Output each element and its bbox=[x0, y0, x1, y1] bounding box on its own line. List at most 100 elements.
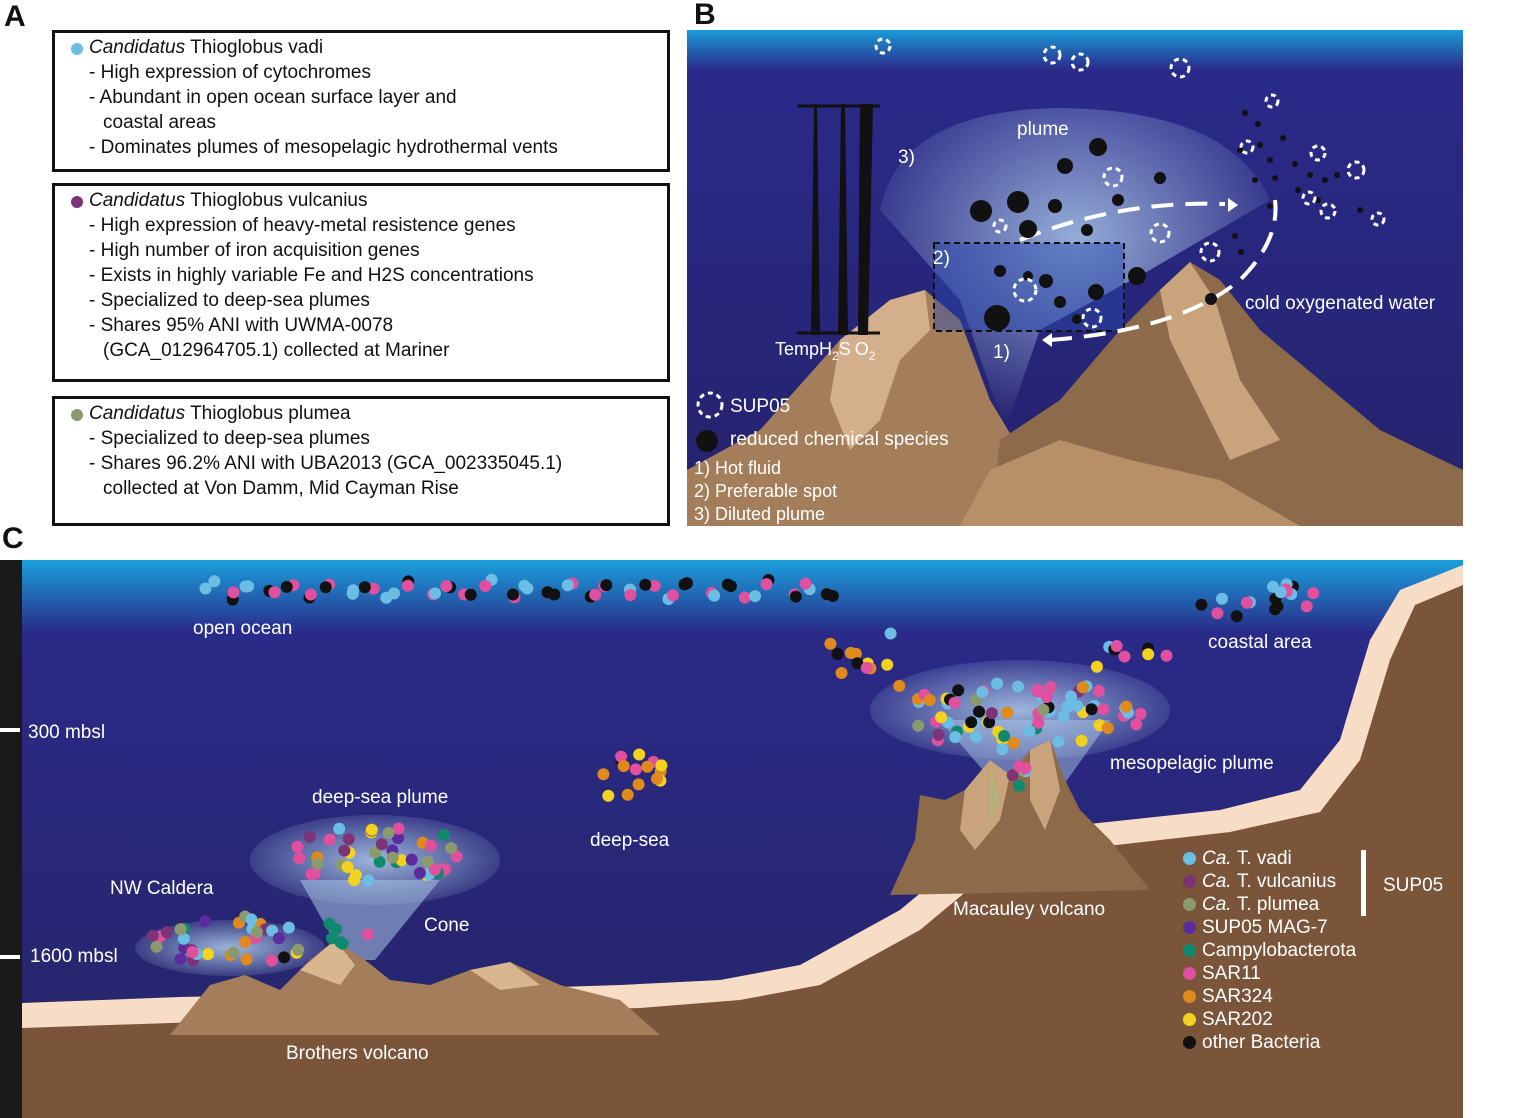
organism-dot bbox=[382, 827, 395, 839]
legend-hot-fluid: 1) Hot fluid bbox=[694, 458, 781, 478]
reduced-legend-dot bbox=[696, 430, 718, 452]
organism-dot bbox=[1023, 725, 1036, 737]
trait-line: - Dominates plumes of mesopelagic hydrot… bbox=[89, 137, 558, 158]
organism-dot bbox=[242, 580, 255, 593]
brothers-volcano bbox=[170, 940, 660, 1035]
organism-dot bbox=[227, 946, 240, 959]
organism-dot bbox=[949, 731, 962, 743]
organism-dot bbox=[1134, 707, 1147, 720]
legend-label: other Bacteria bbox=[1202, 1032, 1321, 1053]
organism-dot bbox=[1012, 779, 1025, 792]
organism-dot bbox=[1075, 734, 1088, 747]
organism-dot bbox=[983, 716, 996, 729]
organism-dot bbox=[437, 829, 450, 842]
organism-dot bbox=[749, 590, 762, 603]
legend-label: T. plumea bbox=[1236, 894, 1320, 915]
organism-dot bbox=[1267, 580, 1279, 593]
legend-label: SAR11 bbox=[1202, 963, 1261, 984]
trait-line: - Shares 95% ANI with UWMA-0078 bbox=[89, 315, 394, 336]
organism-dot bbox=[395, 854, 408, 867]
vadi-box: Candidatus Thioglobus vadi - High expres… bbox=[52, 30, 670, 172]
organism-dot bbox=[893, 679, 906, 692]
organism-dot bbox=[1307, 587, 1320, 600]
organism-dot bbox=[333, 822, 346, 835]
legend-sup05: SUP05 bbox=[730, 396, 790, 417]
organism-dot bbox=[602, 789, 615, 802]
organism-dot bbox=[319, 581, 332, 594]
organism-dot bbox=[624, 589, 637, 601]
organism-dot bbox=[1012, 680, 1024, 693]
trait-line: - Shares 96.2% ANI with UBA2013 (GCA_002… bbox=[89, 453, 563, 474]
organism-dot bbox=[667, 589, 679, 602]
organism-dot bbox=[708, 589, 721, 602]
organism-dot bbox=[985, 707, 998, 720]
organism-dot bbox=[346, 587, 359, 600]
organism-dot bbox=[1006, 769, 1019, 782]
organism-dot bbox=[375, 838, 388, 851]
legend-item: SAR11 bbox=[1183, 962, 1356, 985]
organism-dot bbox=[1142, 648, 1155, 661]
organism-dot bbox=[199, 582, 212, 595]
legend-prefix: Ca. bbox=[1202, 871, 1232, 892]
organism-dot bbox=[266, 924, 279, 937]
organism-dot bbox=[991, 677, 1004, 690]
organism-dot bbox=[1052, 735, 1065, 748]
sup05-rings bbox=[696, 37, 1386, 419]
label-2: 2) bbox=[933, 248, 950, 269]
organism-dot bbox=[621, 788, 634, 801]
organism-dot bbox=[386, 851, 399, 864]
mesopelagic-cone-glow bbox=[940, 720, 1110, 790]
organism-dot bbox=[174, 953, 187, 966]
legend-swatch bbox=[1183, 1036, 1196, 1049]
label-3: 3) bbox=[898, 147, 915, 168]
organism-dot bbox=[641, 760, 654, 773]
organism-dot bbox=[227, 586, 240, 599]
organism-dot bbox=[240, 953, 253, 966]
depth-1600-label: 1600 mbsl bbox=[30, 946, 118, 967]
legend-item: Ca. T. vadi bbox=[1183, 847, 1356, 870]
legend-reduced: reduced chemical species bbox=[730, 429, 949, 450]
legend-label: SAR202 bbox=[1202, 1009, 1273, 1030]
mesopelagic-plume-label: mesopelagic plume bbox=[1110, 753, 1274, 774]
organism-dot bbox=[280, 580, 293, 593]
sup05-group-label: SUP05 bbox=[1383, 875, 1443, 896]
legend-prefix: Ca. bbox=[1202, 848, 1232, 869]
trait-line: - Specialized to deep-sea plumes bbox=[89, 428, 370, 449]
organism-dot bbox=[969, 730, 982, 743]
organism-dot bbox=[1110, 640, 1123, 652]
cone-label: Cone bbox=[424, 915, 469, 936]
organism-dot bbox=[1216, 592, 1228, 605]
organism-dot bbox=[1211, 607, 1224, 620]
macauley-volcano-highlight bbox=[960, 740, 1060, 850]
organism-dot bbox=[265, 954, 278, 967]
trait-line: coastal areas bbox=[103, 112, 217, 133]
organism-dot bbox=[948, 696, 961, 709]
organism-dot bbox=[789, 590, 802, 603]
organism-dot bbox=[589, 588, 602, 601]
organism-dot bbox=[617, 760, 630, 772]
genus-label: Candidatus bbox=[89, 403, 186, 424]
organism-dot bbox=[362, 928, 375, 941]
organism-dot bbox=[250, 926, 263, 939]
mountain-front bbox=[960, 440, 1300, 526]
legend-swatch bbox=[1183, 921, 1196, 934]
organism-dot bbox=[639, 578, 652, 591]
cold-water-arrow bbox=[1049, 199, 1278, 342]
brothers-volcano-label: Brothers volcano bbox=[286, 1043, 429, 1064]
organism-dot bbox=[655, 759, 668, 772]
organism-dot bbox=[405, 853, 418, 866]
organism-dot bbox=[1300, 600, 1313, 613]
legend-item: Ca. T. vulcanius bbox=[1183, 870, 1356, 893]
organism-dot bbox=[174, 923, 187, 936]
trait-line: collected at Von Damm, Mid Cayman Rise bbox=[103, 478, 459, 499]
organism-dot bbox=[826, 590, 839, 602]
organism-dot bbox=[1130, 718, 1143, 731]
organism-dot bbox=[365, 823, 378, 836]
legend-swatch bbox=[1183, 990, 1196, 1003]
deep-sea-label: deep-sea bbox=[590, 830, 670, 851]
organism-dot bbox=[177, 932, 190, 945]
organism-dot bbox=[293, 852, 306, 865]
cold-water-label: cold oxygenated water bbox=[1245, 293, 1436, 314]
legend-swatch bbox=[1183, 967, 1196, 980]
organism-dot bbox=[292, 943, 305, 956]
